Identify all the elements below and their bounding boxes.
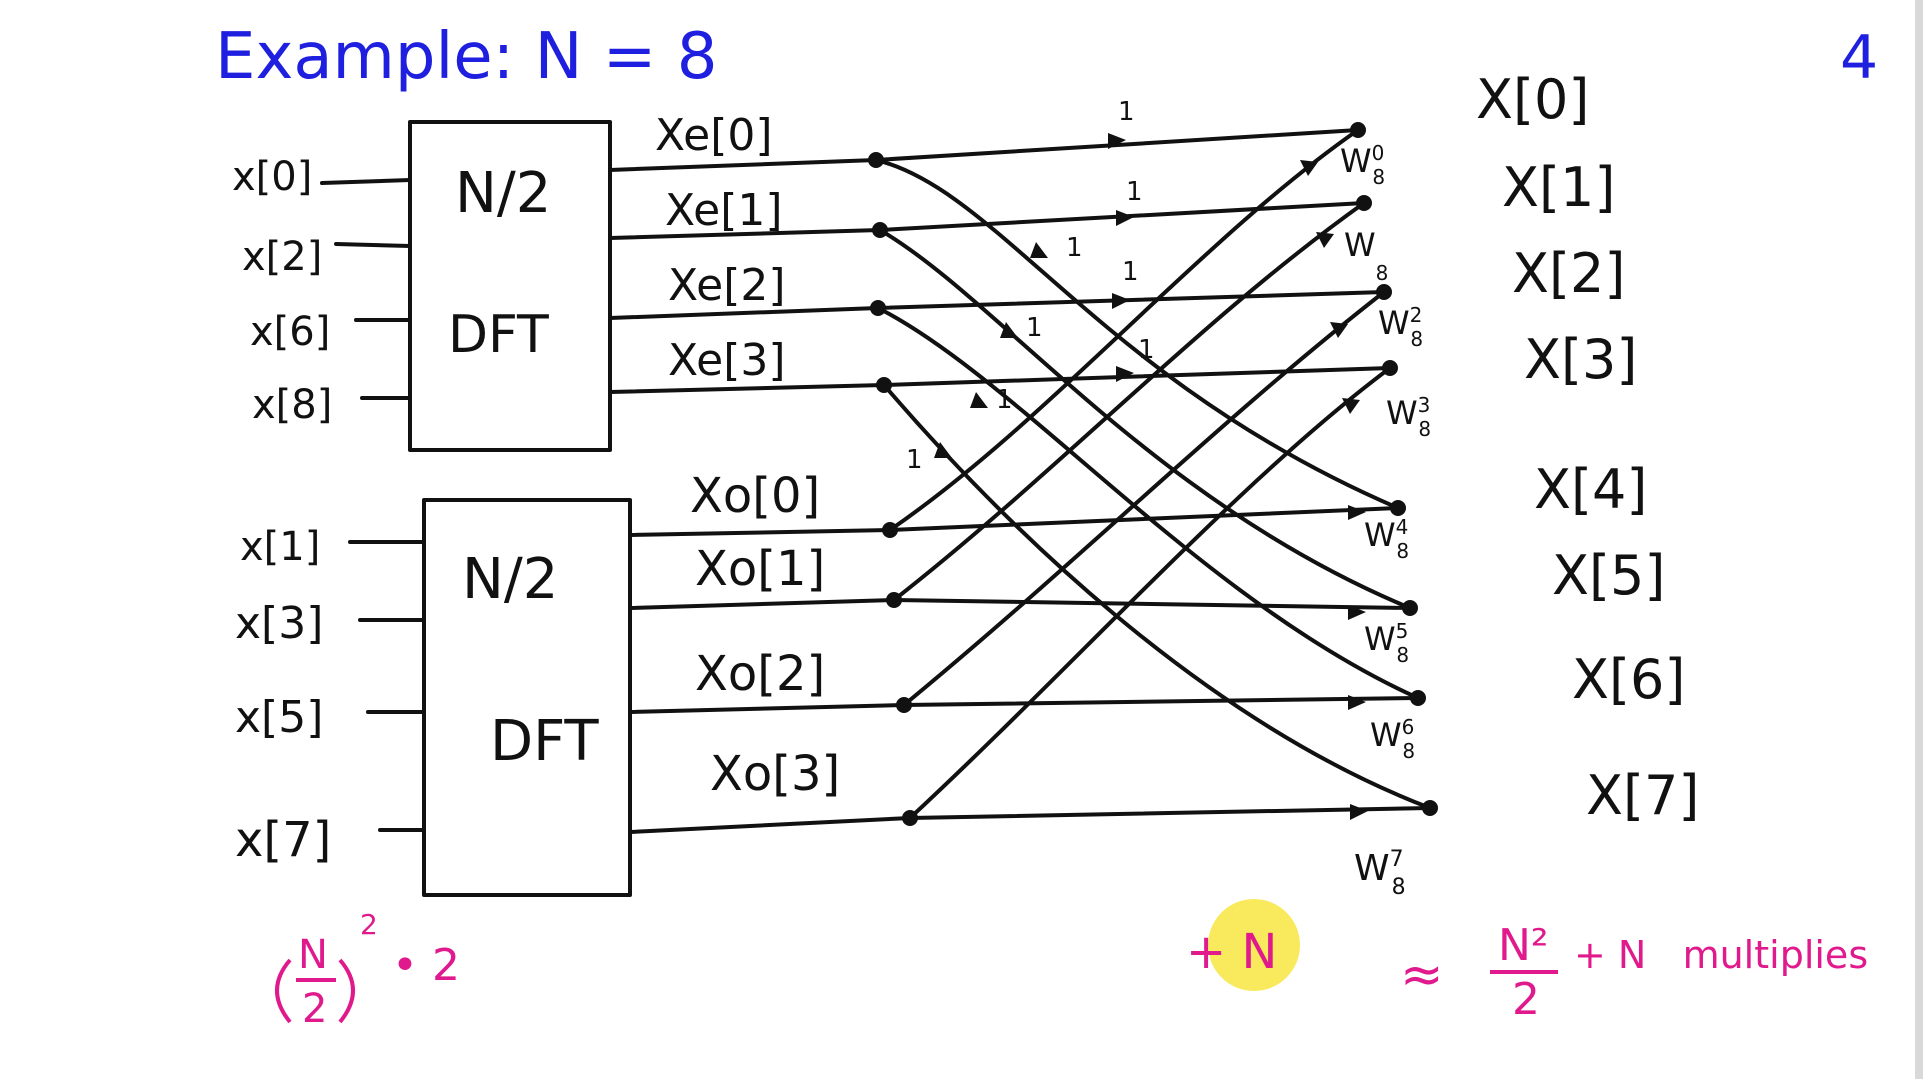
even-output-2: Xe[2]: [668, 260, 786, 311]
input-bottom-2: x[5]: [235, 692, 323, 743]
input-top-2: x[6]: [250, 309, 330, 355]
input-top-3: x[8]: [252, 382, 332, 428]
right-formula-rest: + N multiplies: [1574, 933, 1868, 977]
node-dots: [868, 122, 1438, 826]
bottom-dft-block: [422, 498, 632, 897]
output-2: X[2]: [1512, 242, 1625, 305]
top-dft-label-line2: DFT: [448, 305, 549, 365]
bottom-dft-label-line2: DFT: [490, 709, 599, 774]
input-top-0: x[0]: [232, 154, 312, 200]
input-wire: [320, 178, 412, 185]
input-bottom-1: x[3]: [235, 598, 323, 649]
cross-wire: [878, 228, 1412, 610]
window-edge: [1915, 0, 1923, 1079]
gain-label: 1: [1026, 313, 1043, 343]
cross-wire: [902, 290, 1386, 707]
left-formula-numerator: N: [298, 932, 328, 978]
top-dft-block: [408, 120, 612, 452]
block-output-wire: [628, 598, 896, 610]
gain-label: 1: [1126, 177, 1143, 207]
cross-wire: [876, 306, 1420, 700]
output-4: X[4]: [1534, 458, 1647, 521]
bottom-dft-label-line1: N/2: [462, 547, 558, 612]
approx-symbol: ≈: [1400, 945, 1444, 1005]
left-formula-times: • 2: [392, 940, 460, 991]
gain-label: 1: [1138, 335, 1155, 365]
cross-wire: [882, 383, 1432, 810]
output-1: X[1]: [1502, 156, 1615, 219]
output-5: X[5]: [1552, 544, 1665, 607]
block-output-wire: [608, 306, 880, 320]
even-output-1: Xe[1]: [665, 185, 783, 236]
block-output-wire: [628, 528, 892, 537]
straight-wire: [888, 506, 1400, 532]
block-output-wire: [608, 383, 886, 394]
right-formula-numerator: N²: [1498, 920, 1549, 971]
straight-wire: [882, 366, 1392, 387]
left-cost-formula: N 2 2 • 2: [275, 908, 460, 1032]
input-bottom-0: x[1]: [240, 524, 320, 570]
block-output-wire: [608, 228, 882, 240]
left-formula-denominator: 2: [302, 986, 327, 1032]
gain-label: 1: [906, 445, 923, 475]
odd-output-0: Xo[0]: [690, 468, 820, 524]
gain-label: 1: [1118, 97, 1135, 127]
gain-label: 1: [1066, 233, 1083, 263]
straight-wire: [902, 696, 1420, 707]
block-output-wire: [628, 816, 912, 834]
output-3: X[3]: [1524, 328, 1637, 391]
block-output-wire: [608, 158, 878, 172]
odd-output-1: Xo[1]: [695, 541, 825, 597]
odd-output-3: Xo[3]: [710, 746, 840, 802]
straight-wire: [908, 806, 1432, 820]
input-wire: [334, 242, 412, 248]
input-bottom-3: x[7]: [235, 812, 331, 868]
block-output-wire: [628, 703, 906, 714]
plus-n-annotation: + N: [1186, 924, 1277, 980]
odd-output-2: Xo[2]: [695, 646, 825, 702]
output-7: X[7]: [1586, 764, 1699, 827]
cursor-highlight: [1208, 899, 1300, 991]
straight-wire: [892, 598, 1412, 610]
page-number: 4: [1840, 23, 1878, 93]
cross-wire: [908, 366, 1392, 820]
right-formula-denominator: 2: [1512, 974, 1540, 1025]
arrowheads: [934, 133, 1368, 820]
input-top-1: x[2]: [242, 234, 322, 280]
slide-title: Example: N = 8: [215, 20, 717, 94]
gain-label: 1: [996, 385, 1013, 415]
straight-wire: [876, 290, 1386, 310]
output-0: X[0]: [1476, 68, 1589, 131]
output-6: X[6]: [1572, 648, 1685, 711]
top-dft-label-line1: N/2: [455, 161, 551, 226]
cross-wire: [874, 158, 1400, 510]
even-output-3: Xe[3]: [668, 335, 786, 386]
branch-gain-labels: 1 1 1 1 1 1 1 1: [906, 97, 1155, 475]
cross-wire: [888, 128, 1360, 532]
left-formula-exponent: 2: [360, 908, 378, 941]
even-output-0: Xe[0]: [655, 110, 773, 161]
gain-label: 1: [1122, 257, 1139, 287]
straight-wire: [874, 128, 1360, 162]
twiddle-w1: W8: [1344, 226, 1388, 285]
cross-wire: [892, 201, 1366, 602]
